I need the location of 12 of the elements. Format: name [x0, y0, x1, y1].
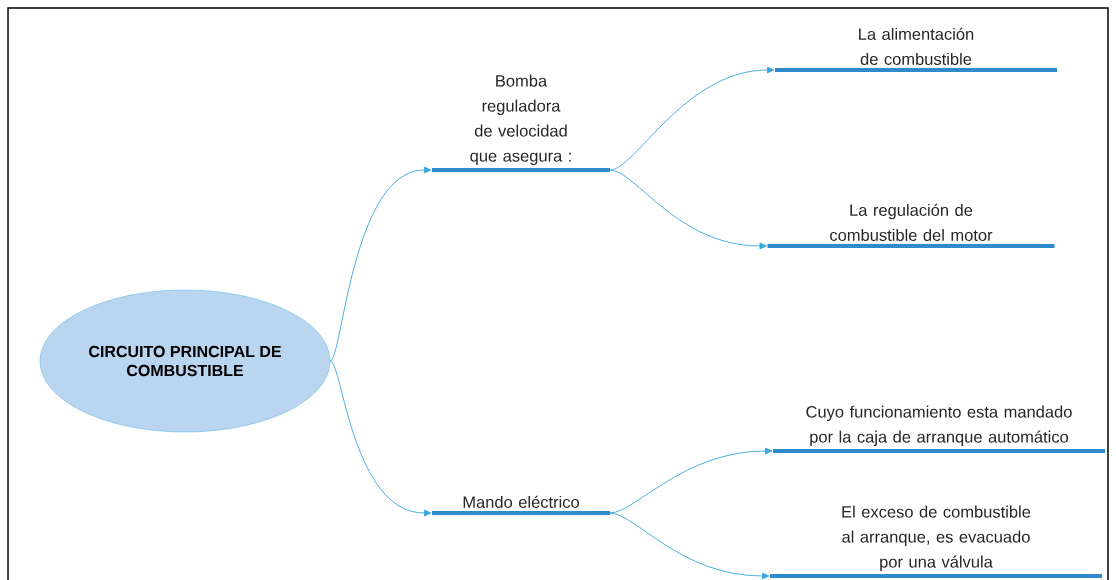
arrow	[609, 447, 773, 514]
branch-topic: La regulación de combustible del motor	[767, 203, 1055, 248]
branch-topic: El exceso de combustible al arranque, es evacuado por una válvula	[770, 505, 1102, 578]
branch-topic: La alimentación de combustible	[775, 27, 1057, 72]
arrow	[609, 66, 775, 171]
arrow	[609, 512, 770, 580]
arrow	[609, 169, 767, 250]
branch-topic: Bomba reguladora de velocidad que asegura :	[432, 74, 610, 172]
branch-topic: Cuyo funcionamiento esta mandado por la caja de arranque automático	[773, 405, 1105, 453]
arrow	[329, 166, 432, 362]
branch-topic: Mando eléctrico	[432, 495, 610, 515]
arrow	[329, 360, 432, 517]
